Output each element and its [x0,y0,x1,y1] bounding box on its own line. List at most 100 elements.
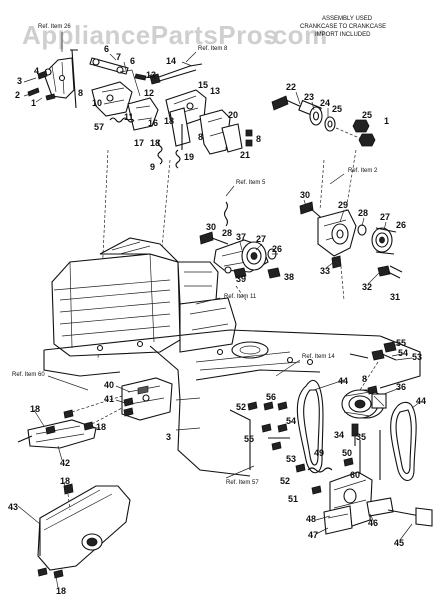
callout-25: 25 [332,104,342,114]
callout-16: 16 [148,118,158,128]
callout-32: 32 [362,282,372,292]
springs-top [109,117,181,169]
belt-right [390,401,417,482]
callout-42: 42 [60,458,70,468]
watermark-text: AppliancePartsPros [22,20,278,50]
callout-23: 23 [304,92,314,102]
lever-linkage [89,57,159,131]
callout-1: 1 [31,98,36,108]
note-line-3: IMPORT INCLUDED [315,32,371,38]
callout-8c: 8 [256,134,261,144]
callout-27: 27 [380,212,390,222]
callout-40: 40 [104,380,114,390]
callout-52b: 52 [280,476,290,486]
callout-49: 49 [314,448,324,458]
center-hardware-group [247,401,290,451]
callout-1b: 1 [384,116,389,126]
guard-bracket-42 [17,395,123,449]
callout-28: 28 [358,208,368,218]
callout-30: 30 [300,190,310,200]
ref-item-5: Ref. Item 5 [236,180,266,186]
assembly-note: ASSEMBLY USED CRANKCASE TO CRANKCASE IMP… [300,16,386,38]
callout-8b: 8 [198,132,203,142]
callout-51: 51 [288,494,298,504]
callout-44b: 44 [416,396,426,406]
callout-6b: 6 [130,56,135,66]
callout-35: 35 [356,432,366,442]
callout-8: 8 [78,88,83,98]
drive-pulley [341,389,387,419]
reference-labels: Ref. Item 26 Ref. Item 8 Ref. Item 5 Ref… [12,24,378,486]
callout-leaders [17,53,421,589]
note-line-2: CRANKCASE TO CRANKCASE [300,24,386,30]
note-line-1: ASSEMBLY USED [322,16,373,22]
callout-8d: 8 [362,374,367,384]
callout-17: 17 [134,138,144,148]
callout-34: 34 [334,430,344,440]
callout-52: 52 [236,402,246,412]
callout-18c: 18 [30,404,40,414]
callout-37: 37 [236,232,246,242]
callout-6: 6 [104,44,109,54]
callout-10: 10 [92,98,102,108]
callout-24: 24 [320,98,330,108]
part-callouts: 3 2 1 4 6 7 6 13 8 10 11 12 14 15 13 16 … [8,44,426,596]
callout-39: 39 [236,274,246,284]
callout-60: 60 [350,470,360,480]
callout-53b: 53 [286,454,296,464]
callout-3b: 3 [166,432,171,442]
belt-guard-bracket [121,377,173,421]
callout-18b: 18 [150,138,160,148]
callout-56: 56 [266,392,276,402]
engine-block [51,237,237,357]
callout-43: 43 [8,502,18,512]
belt-left [296,379,324,474]
callout-28b: 28 [222,228,232,238]
callout-57: 57 [94,122,104,132]
callout-55b: 55 [244,434,254,444]
watermark-suffix: .com [265,20,328,50]
control-rod-assembly [149,63,253,155]
callout-53: 53 [412,352,422,362]
callout-4: 4 [34,66,39,76]
callout-54: 54 [398,348,408,358]
callout-26: 26 [396,220,406,230]
callout-14: 14 [166,56,176,66]
callout-18f: 18 [56,586,66,596]
callout-2: 2 [15,90,20,100]
idler-bracket-right [299,201,403,301]
callout-41: 41 [104,394,114,404]
callout-12: 12 [144,88,154,98]
callout-20: 20 [228,110,238,120]
callout-44: 44 [338,376,348,386]
ref-item-2: Ref. Item 2 [348,168,378,174]
shaft-bolt-assembly [271,95,376,147]
callout-7: 7 [116,52,121,62]
callout-15: 15 [198,80,208,90]
callout-27b: 27 [256,234,266,244]
callout-11: 11 [124,112,134,122]
callout-50: 50 [342,448,352,458]
pulley-hardware [349,341,397,446]
callout-29: 29 [338,200,348,210]
shift-lever-bracket [27,49,78,109]
callout-31: 31 [390,292,400,302]
callout-54b: 54 [286,416,296,426]
callout-3: 3 [17,76,22,86]
callout-47: 47 [308,530,318,540]
ref-item-26: Ref. Item 26 [38,24,71,30]
callout-48: 48 [306,514,316,524]
watermark: AppliancePartsPros .com [22,20,328,50]
callout-26b: 26 [272,244,282,254]
idler-bracket-middle [199,201,281,279]
lower-right-bracket [295,457,433,535]
callout-36: 36 [396,382,406,392]
reference-leaders [47,32,345,479]
callout-13b: 13 [210,86,220,96]
callout-21: 21 [240,150,250,160]
ref-item-57: Ref. Item 57 [226,480,259,486]
belt-cover [37,483,131,579]
callout-18d: 18 [96,422,106,432]
